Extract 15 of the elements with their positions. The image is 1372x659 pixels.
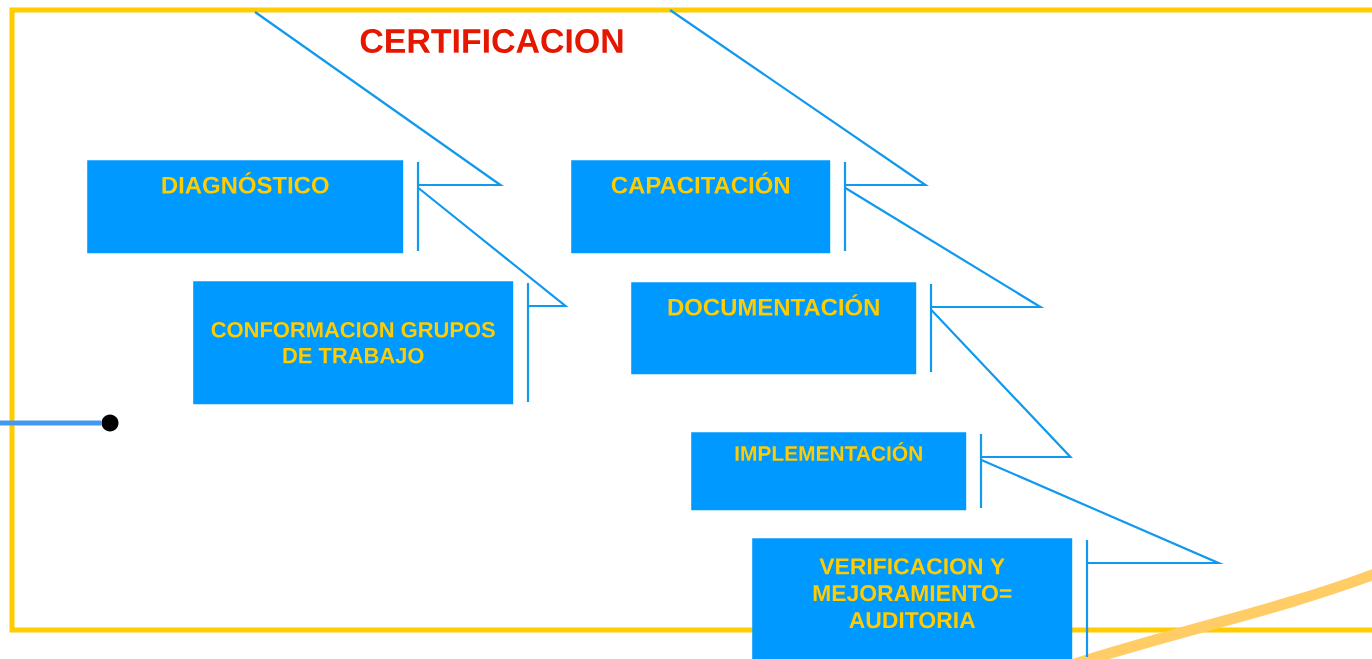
process-box: DIAGNÓSTICO [87, 160, 404, 254]
process-box: VERIFICACION Y MEJORAMIENTO= AUDITORIA [752, 538, 1073, 659]
process-box: CONFORMACION GRUPOS DE TRABAJO [193, 281, 514, 405]
process-box: DOCUMENTACIÓN [631, 282, 917, 375]
title: CERTIFICACION [360, 29, 623, 53]
connector-line [417, 187, 569, 308]
connector-line [254, 11, 504, 187]
connector-line [669, 9, 929, 187]
connector-line [930, 309, 1073, 459]
connector-line [0, 420, 102, 426]
dot [101, 414, 119, 432]
connector-line [844, 187, 1045, 309]
connector-line [980, 459, 1224, 565]
process-box: CAPACITACIÓN [571, 160, 831, 254]
process-box: IMPLEMENTACIÓN [691, 432, 967, 511]
